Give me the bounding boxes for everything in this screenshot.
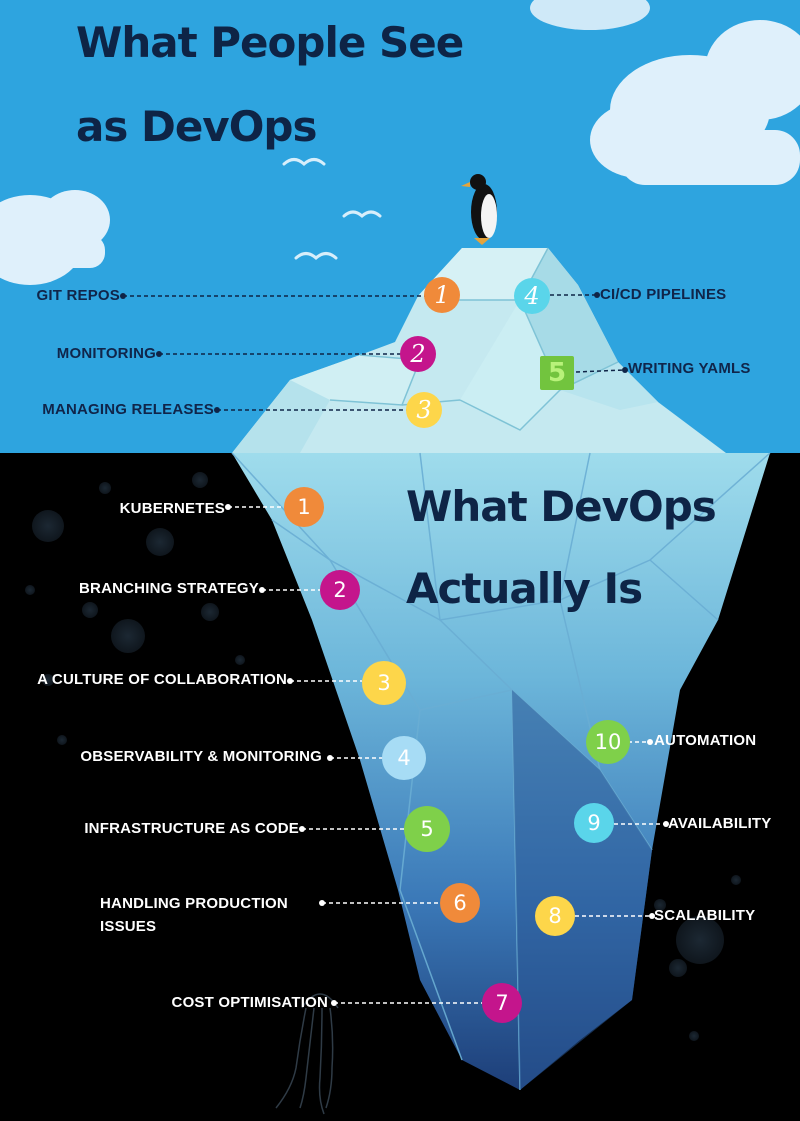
cloud-top-right xyxy=(530,0,800,185)
connector-lines-bottom xyxy=(228,506,666,1004)
birds xyxy=(282,158,382,261)
label-observability-monitoring: OBSERVABILITY & MONITORING xyxy=(80,748,322,765)
connector-dots-top xyxy=(120,292,628,413)
marker-bottom-2: 2 xyxy=(320,570,360,610)
label-automation: AUTOMATION xyxy=(654,732,757,749)
label-monitoring: MONITORING xyxy=(56,345,156,362)
marker-bottom-3: 3 xyxy=(362,661,406,705)
marker-bottom-5: 5 xyxy=(404,806,450,852)
connector-dots-bottom xyxy=(225,504,669,1006)
label-managing-releases: MANAGING RELEASES xyxy=(42,401,214,418)
marker-bottom-7: 7 xyxy=(482,983,522,1023)
label-kubernetes: KUBERNETES xyxy=(119,500,225,517)
cloud-left xyxy=(0,190,110,285)
iceberg-underwater xyxy=(231,452,771,1091)
marker-top-1: 1 xyxy=(424,277,460,313)
bubbles xyxy=(25,472,741,1041)
label-culture-of-collaboration: A CULTURE OF COLLABORATION xyxy=(37,671,287,688)
title-bottom-line1: What DevOps xyxy=(406,482,717,531)
marker-top-5: 5 xyxy=(540,356,574,390)
marker-top-4: 4 xyxy=(514,278,550,314)
label-handling-production-line2: ISSUES xyxy=(100,918,157,935)
label-handling-production-line1: HANDLING PRODUCTION xyxy=(100,895,288,912)
label-branching-strategy: BRANCHING STRATEGY xyxy=(79,580,259,597)
marker-top-2: 2 xyxy=(400,336,436,372)
marker-bottom-4: 4 xyxy=(382,736,426,780)
marker-bottom-6: 6 xyxy=(440,883,480,923)
marker-bottom-8: 8 xyxy=(535,896,575,936)
marker-top-3: 3 xyxy=(406,392,442,428)
marker-bottom-9: 9 xyxy=(574,803,614,843)
label-availability: AVAILABILITY xyxy=(668,815,772,832)
marker-bottom-1: 1 xyxy=(284,487,324,527)
connector-lines-top xyxy=(123,294,625,411)
title-top-line1: What People See xyxy=(76,18,464,67)
title-top-line2: as DevOps xyxy=(76,102,317,151)
label-scalability: SCALABILITY xyxy=(654,907,756,924)
label-cicd-pipelines: CI/CD PIPELINES xyxy=(600,286,727,303)
label-infrastructure-as-code: INFRASTRUCTURE AS CODE xyxy=(84,820,299,837)
label-git-repos: GIT REPOS xyxy=(36,287,120,304)
label-cost-optimisation: COST OPTIMISATION xyxy=(171,994,328,1011)
title-bottom-line2: Actually Is xyxy=(406,564,643,613)
penguin xyxy=(461,174,497,245)
label-writing-yamls: WRITING YAMLS xyxy=(628,360,751,377)
marker-bottom-10: 10 xyxy=(586,720,630,764)
